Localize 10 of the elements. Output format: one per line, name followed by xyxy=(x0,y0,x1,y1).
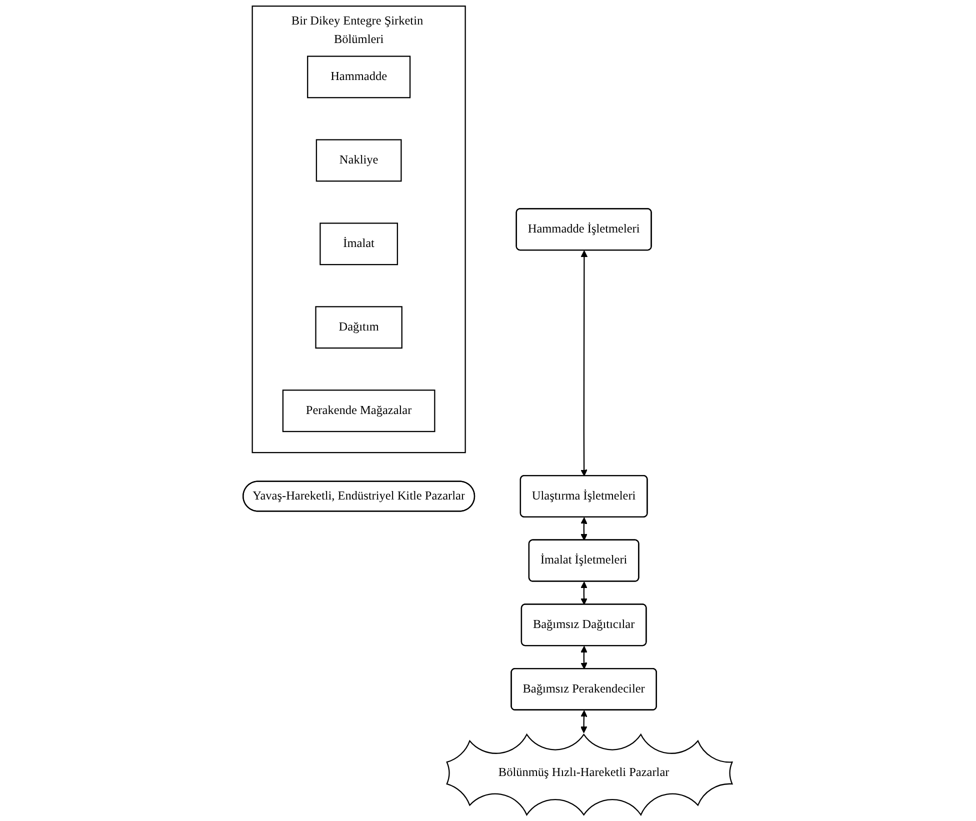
arrow xyxy=(580,582,588,605)
node-box: İmalat xyxy=(320,222,398,266)
arrow xyxy=(580,517,588,541)
node-box: Perakende Mağazalar xyxy=(282,390,436,432)
arrow xyxy=(580,250,588,476)
node-box: Dağıtım xyxy=(316,306,403,349)
node-box: Hammadde xyxy=(307,56,411,98)
node-box: Nakliye xyxy=(316,139,402,182)
arrow xyxy=(580,710,588,734)
arrow xyxy=(580,646,588,670)
